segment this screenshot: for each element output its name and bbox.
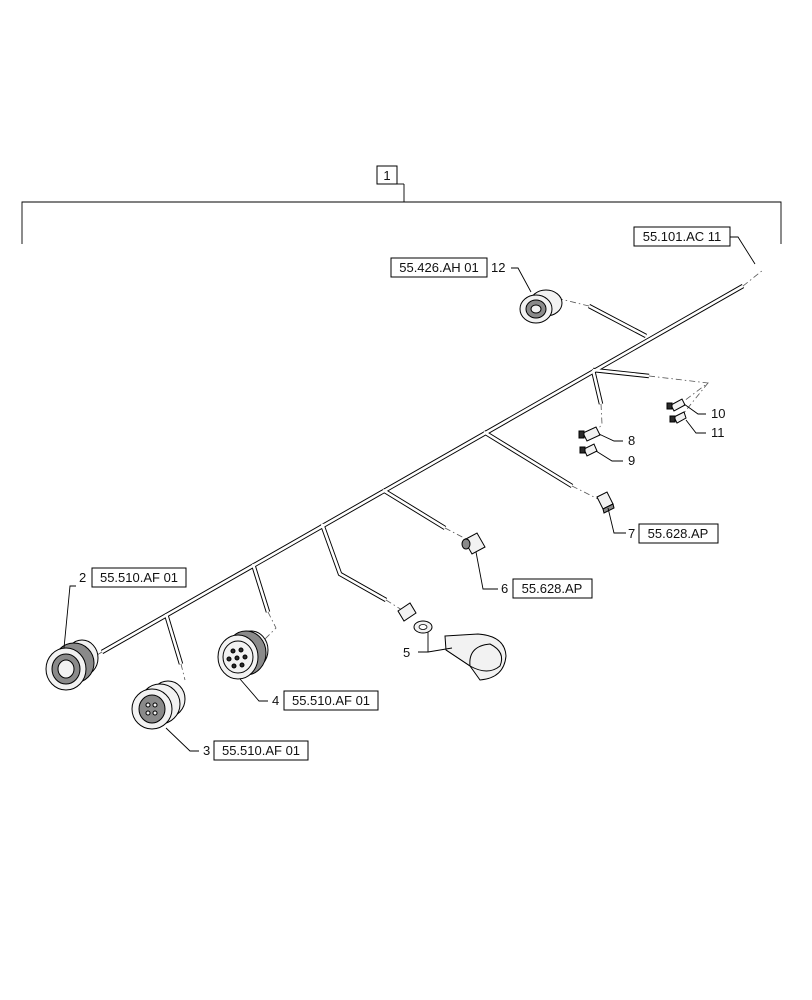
ring-terminal-5[interactable] — [397, 602, 433, 634]
callout-item-10[interactable]: 10 — [683, 403, 725, 421]
callout-number-2: 2 — [79, 570, 86, 585]
callout-ref-4: 55.510.AF 01 — [292, 693, 370, 708]
terminal-10[interactable] — [666, 398, 686, 412]
callout-number-10: 10 — [711, 406, 725, 421]
terminal-8[interactable] — [578, 426, 601, 442]
callout-number-6: 6 — [501, 581, 508, 596]
callout-ref-3: 55.510.AF 01 — [222, 743, 300, 758]
callout-harness-ref[interactable]: 55.101.AC 11 — [633, 226, 756, 265]
terminal-9[interactable] — [579, 443, 598, 457]
harness-wires — [100, 284, 745, 665]
callout-item-11[interactable]: 11 — [685, 419, 725, 440]
callout-ref-7: 55.628.AP — [648, 526, 709, 541]
connection-dashes — [91, 269, 764, 681]
callout-number-8: 8 — [628, 433, 635, 448]
terminal-6[interactable] — [461, 532, 486, 555]
callout-ref-12: 55.426.AH 01 — [399, 260, 479, 275]
callout-number-11: 11 — [711, 425, 725, 440]
callout-item-4[interactable]: 4 55.510.AF 01 — [239, 678, 379, 711]
flat-terminal-7[interactable] — [596, 491, 615, 514]
round-connector-12[interactable] — [519, 289, 563, 324]
callout-ref-2: 55.510.AF 01 — [100, 570, 178, 585]
callout-item-7[interactable]: 7 55.628.AP — [607, 507, 719, 544]
callout-number-7: 7 — [628, 526, 635, 541]
harness-ref-label: 55.101.AC 11 — [643, 229, 722, 244]
callout-item-2[interactable]: 2 55.510.AF 01 — [63, 567, 187, 649]
callout-item-8[interactable]: 8 — [598, 433, 635, 448]
callout-number-9: 9 — [628, 453, 635, 468]
callout-item-3[interactable]: 3 55.510.AF 01 — [165, 727, 309, 761]
round-connector-2[interactable] — [45, 639, 99, 691]
round-connector-3[interactable] — [131, 680, 186, 730]
callout-number-4: 4 — [272, 693, 279, 708]
callout-item-12[interactable]: 55.426.AH 01 12 — [390, 257, 532, 293]
assembly-item-number[interactable]: 1 — [383, 168, 390, 183]
terminal-11[interactable] — [669, 411, 687, 424]
callout-item-9[interactable]: 9 — [595, 450, 635, 468]
callout-number-3: 3 — [203, 743, 210, 758]
callout-item-5[interactable]: 5 — [403, 632, 453, 660]
callout-number-5: 5 — [403, 645, 410, 660]
callout-number-12: 12 — [491, 260, 505, 275]
round-connector-4[interactable] — [217, 630, 269, 680]
callout-item-6[interactable]: 6 55.628.AP — [475, 551, 593, 599]
terminal-boot-5[interactable] — [444, 633, 507, 681]
callout-ref-6: 55.628.AP — [522, 581, 583, 596]
assembly-bracket: 1 — [21, 165, 782, 244]
